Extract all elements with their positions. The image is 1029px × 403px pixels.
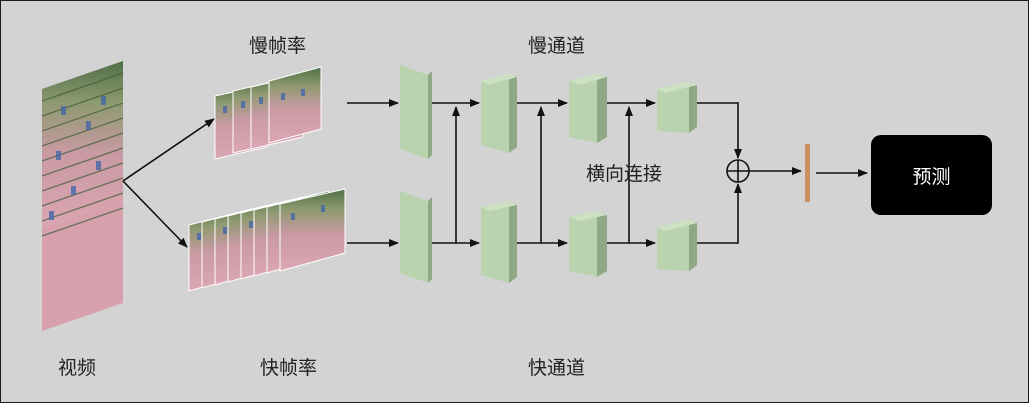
fast-block-4	[657, 219, 697, 271]
fast-frames	[188, 188, 346, 292]
fast-block-2	[481, 201, 517, 283]
slow-pathway-label: 慢通道	[528, 35, 586, 57]
fast-pathway-label: 快通道	[528, 357, 586, 379]
arrow-fast-to-fusion	[697, 183, 742, 244]
video-label: 视频	[58, 357, 97, 379]
fusion-bar	[805, 144, 810, 202]
arrow-to-fast	[122, 180, 188, 248]
fast-rate-label: 快帧率	[260, 357, 318, 379]
slow-block-4	[657, 81, 697, 133]
arrow-slow-to-fusion	[697, 102, 742, 159]
fast-block-3	[569, 211, 607, 277]
slow-block-1	[400, 65, 432, 159]
slow-rate-label: 慢帧率	[249, 35, 307, 57]
prediction-label: 预测	[912, 165, 951, 188]
fusion-plus-icon	[726, 159, 750, 183]
prediction-box: 预测	[871, 135, 992, 215]
fast-block-1	[400, 191, 432, 283]
slow-block-2	[481, 73, 517, 153]
slow-frames	[214, 66, 322, 160]
slow-block-3	[569, 73, 607, 143]
arrow-to-slow	[122, 118, 215, 182]
lateral-connection-label: 横向连接	[586, 163, 663, 185]
video-frames	[41, 61, 124, 331]
